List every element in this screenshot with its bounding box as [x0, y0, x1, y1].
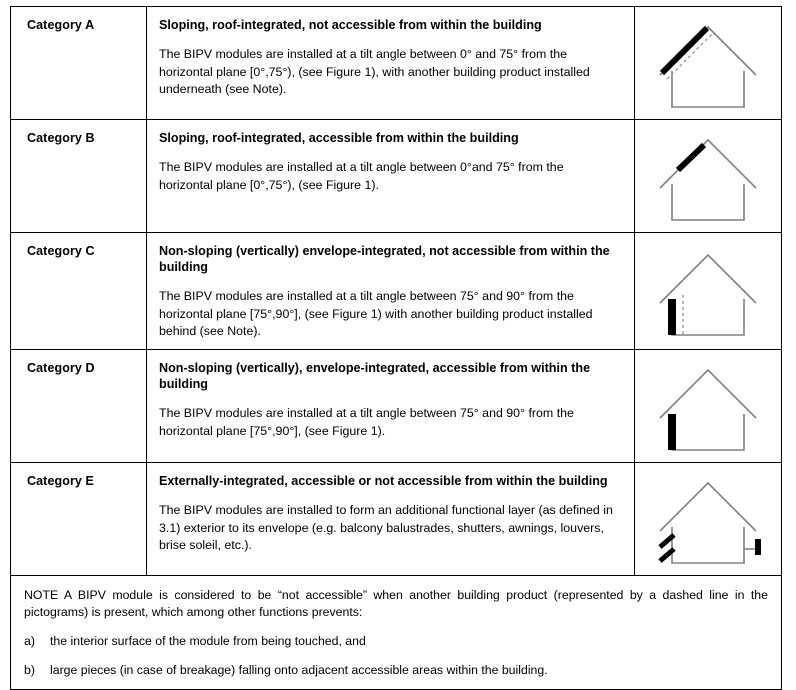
note-item-text: the interior surface of the module from … — [50, 633, 366, 648]
house-vertical-wall-module-dashed-icon — [659, 253, 757, 336]
house-sloping-roof-module-icon — [659, 138, 757, 221]
pictogram-cell — [635, 350, 781, 462]
description-body: The BIPV modules are installed to form a… — [159, 503, 613, 553]
category-cell: Category B — [11, 120, 147, 232]
pictogram-cell — [635, 7, 781, 119]
house-sloping-roof-module-dashed-icon — [659, 25, 757, 108]
description-body: The BIPV modules are installed at a tilt… — [159, 289, 593, 339]
description-cell: Sloping, roof-integrated, accessible fro… — [147, 120, 635, 232]
category-cell: Category E — [11, 463, 147, 576]
description-title: Non-sloping (vertically), envelope-integ… — [159, 361, 591, 392]
category-cell: Category A — [11, 7, 147, 119]
category-label: Category E — [27, 474, 94, 489]
description-cell: Externally-integrated, accessible or not… — [147, 463, 635, 576]
description-body: The BIPV modules are installed at a tilt… — [159, 406, 574, 438]
description-body: The BIPV modules are installed at a tilt… — [159, 47, 590, 97]
note-list-item: a) the interior surface of the module fr… — [24, 633, 768, 650]
description-cell: Non-sloping (vertically), envelope-integ… — [147, 350, 635, 463]
description-body: The BIPV modules are installed at a tilt… — [159, 160, 564, 192]
category-label: Category A — [27, 18, 95, 32]
description-title: Non-sloping (vertically) envelope-integr… — [159, 244, 610, 275]
table-row: Category D Non-sloping (vertically), env… — [11, 350, 781, 464]
category-cell: Category C — [11, 233, 147, 350]
note-list-item: b) large pieces (in case of breakage) fa… — [24, 662, 768, 679]
category-label: Category C — [27, 244, 95, 258]
description-title: Externally-integrated, accessible or not… — [159, 474, 608, 489]
category-label: Category B — [27, 131, 95, 145]
note-item-marker: b) — [24, 662, 35, 677]
description-title: Sloping, roof-integrated, accessible fro… — [159, 131, 519, 145]
table-row: Category E Externally-integrated, access… — [11, 463, 781, 577]
note-item-marker: a) — [24, 633, 35, 648]
category-cell: Category D — [11, 350, 147, 463]
pictogram-cell — [635, 463, 781, 575]
description-cell: Sloping, roof-integrated, not accessible… — [147, 7, 635, 119]
bipv-category-table: Category A Sloping, roof-integrated, not… — [10, 6, 782, 690]
pictogram-cell — [635, 233, 781, 349]
house-external-louvers-module-icon — [658, 481, 761, 564]
table-row: Category A Sloping, roof-integrated, not… — [11, 7, 781, 120]
note-paragraph: NOTE A BIPV module is considered to be “… — [24, 588, 768, 620]
note-block: NOTE A BIPV module is considered to be “… — [11, 576, 781, 689]
note-item-text: large pieces (in case of breakage) falli… — [50, 662, 548, 677]
description-cell: Non-sloping (vertically) envelope-integr… — [147, 233, 635, 350]
pictogram-cell — [635, 120, 781, 232]
category-label: Category D — [27, 361, 95, 376]
table-row: Category B Sloping, roof-integrated, acc… — [11, 120, 781, 233]
description-title: Sloping, roof-integrated, not accessible… — [159, 18, 542, 32]
house-vertical-wall-module-icon — [659, 368, 757, 451]
table-row: Category C Non-sloping (vertically) enve… — [11, 233, 781, 351]
